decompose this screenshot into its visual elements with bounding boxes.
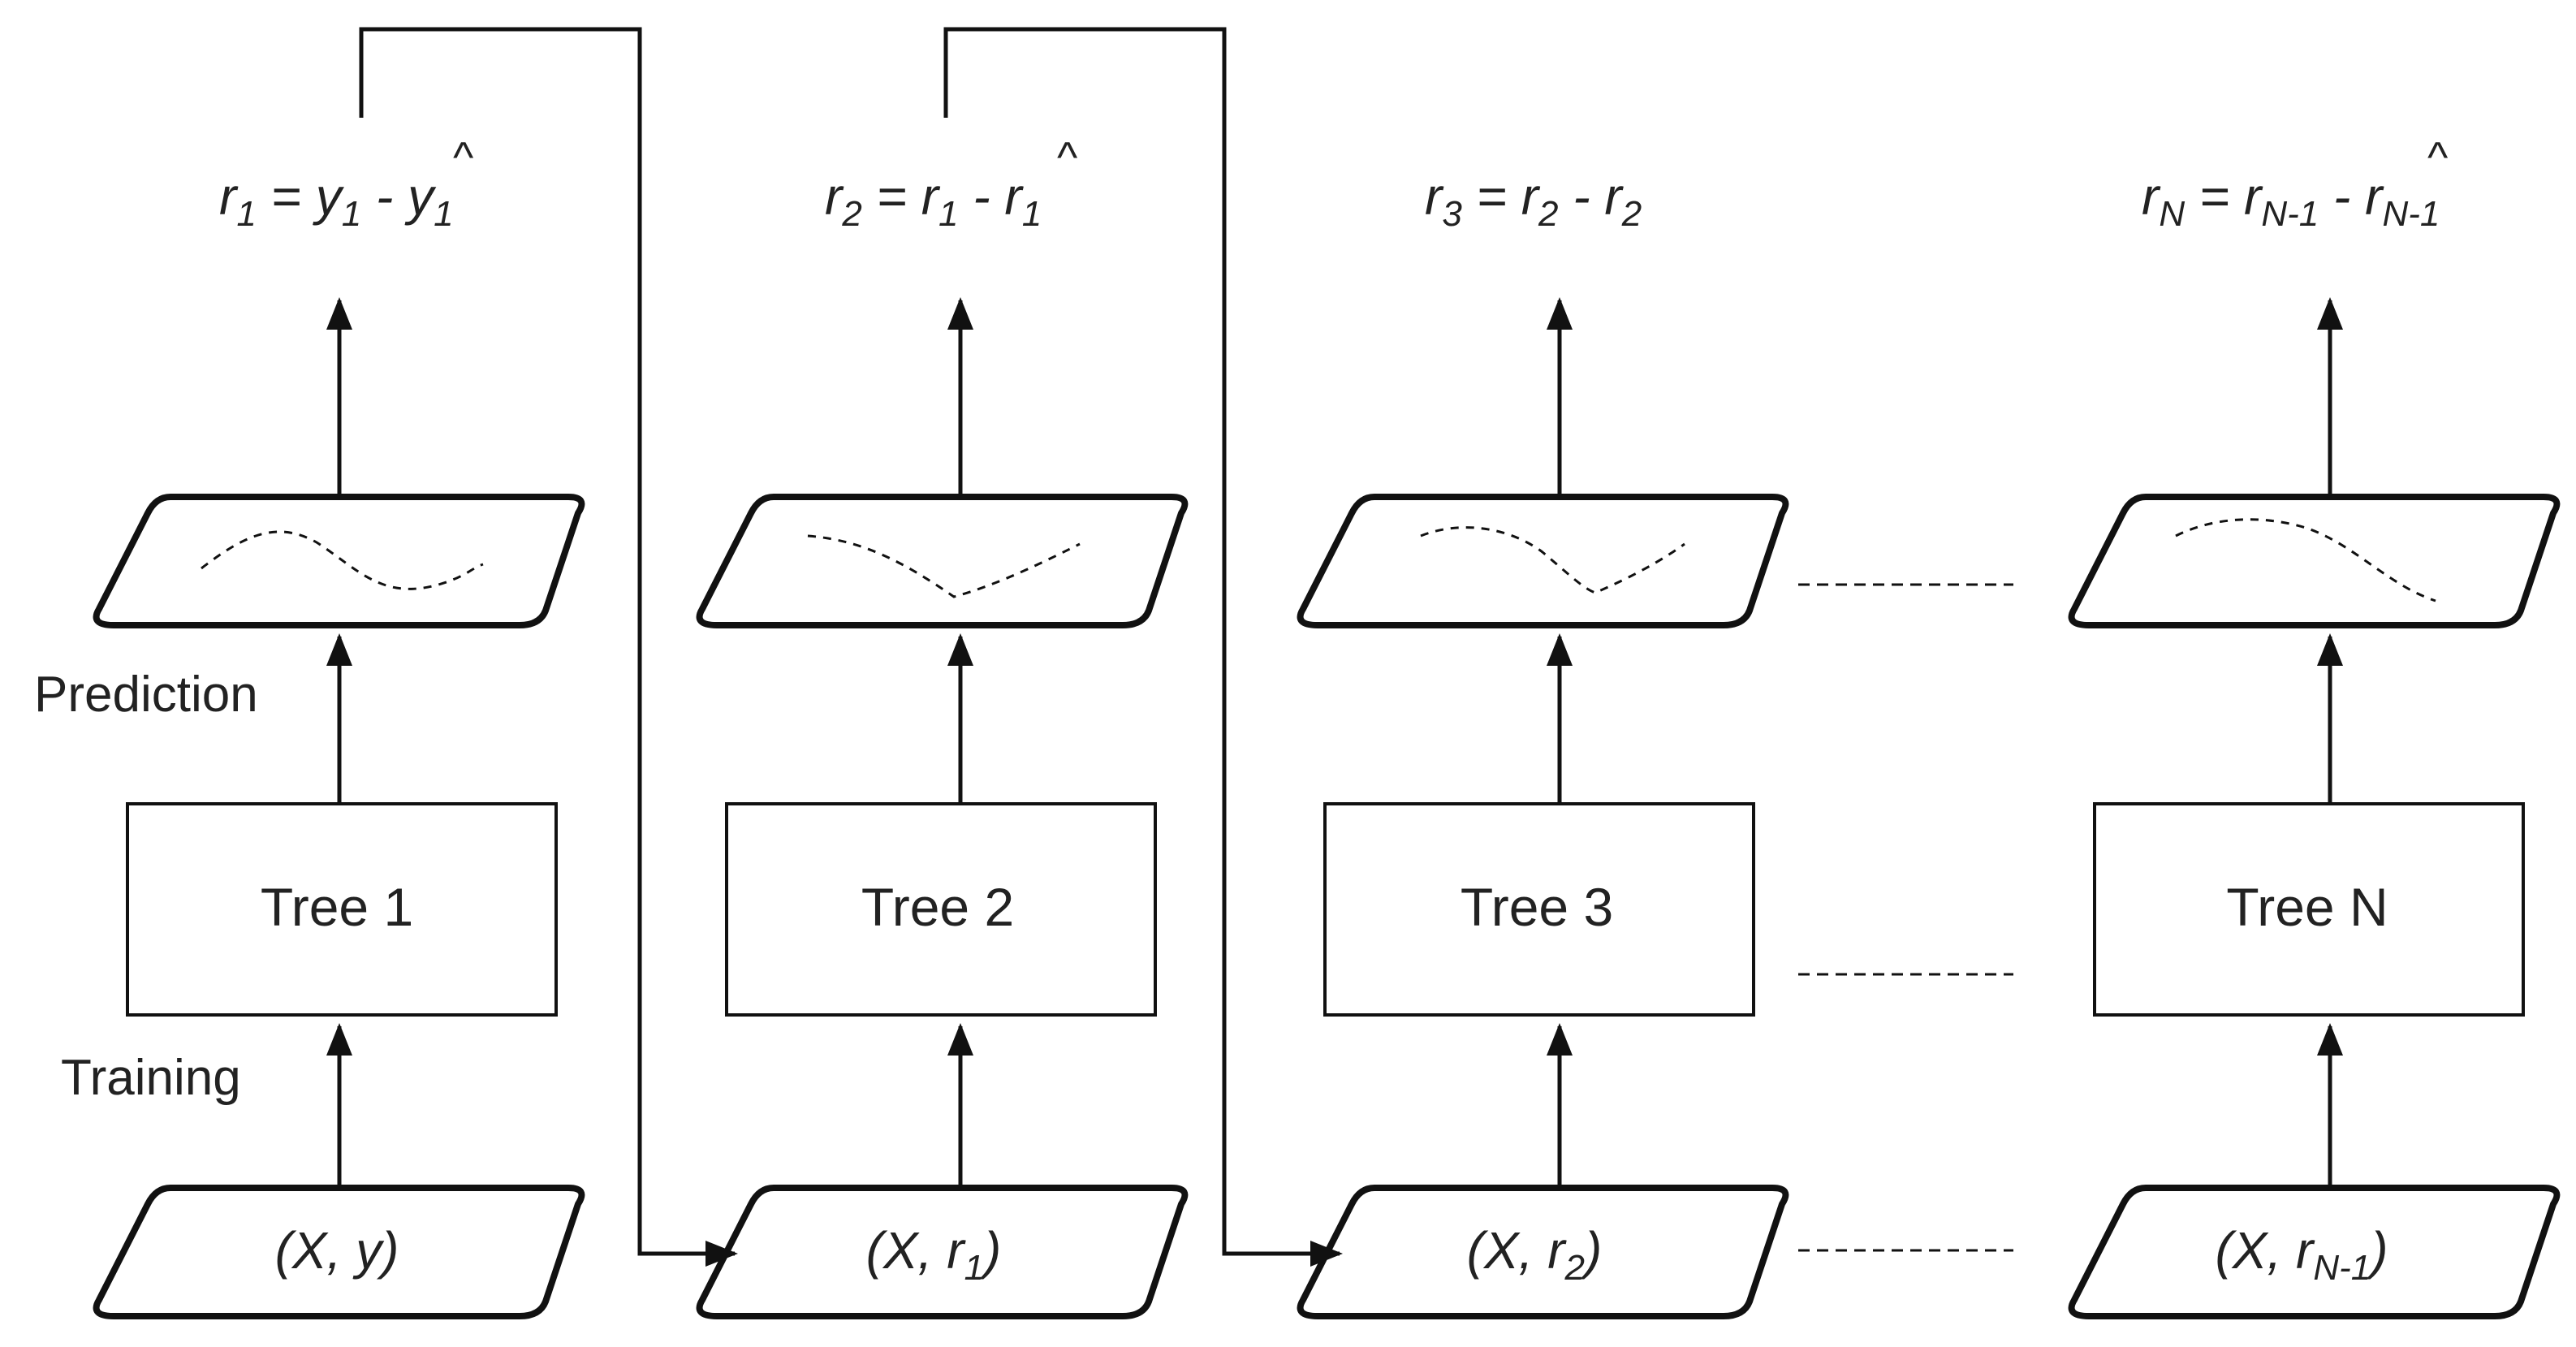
prediction-curve-1	[201, 530, 484, 590]
hat-symbol-2: ^	[1057, 133, 1078, 182]
hat-symbol-1: ^	[453, 133, 474, 182]
prediction-label: Prediction	[34, 667, 258, 723]
training-label: Training	[61, 1050, 241, 1106]
prediction-parallelogram-2	[696, 494, 1189, 628]
hat-symbol-n: ^	[2427, 133, 2449, 182]
prediction-parallelogram-1	[93, 494, 585, 628]
input-parallelogram-3	[1297, 1185, 1789, 1319]
tree-box-2	[725, 802, 1157, 1017]
prediction-curve-2	[807, 534, 1081, 598]
input-label-2: (X, r1)	[866, 1221, 1002, 1288]
input-label-1: (X, y)	[275, 1221, 399, 1280]
input-label-3: (X, r2)	[1467, 1221, 1603, 1288]
prediction-parallelogram-3	[1297, 494, 1789, 628]
residual-formula-n: rN = rN-1 - rN-1	[2142, 167, 2440, 234]
input-parallelogram-n	[2068, 1185, 2561, 1319]
tree-label-3: Tree 3	[1461, 877, 1613, 937]
residual-feedback-connector-1	[359, 27, 738, 1267]
prediction-parallelogram-n	[2068, 494, 2561, 628]
column-3: r3 = r2 - r2 Tree 3 (X, r2)	[1297, 167, 1789, 1319]
column-n: rN = rN-1 - rN-1 ^ Tree N (X, rN-1)	[2068, 133, 2561, 1319]
tree-label-n: Tree N	[2226, 877, 2388, 937]
prediction-curve-n	[2175, 518, 2436, 602]
input-parallelogram-1	[93, 1185, 585, 1319]
column-2: r2 = r1 - r1 ^ Tree 2 (X, r1)	[696, 133, 1189, 1319]
input-parallelogram-2	[696, 1185, 1189, 1319]
tree-label-2: Tree 2	[861, 877, 1014, 937]
input-label-n: (X, rN-1)	[2215, 1221, 2388, 1288]
tree-label-1: Tree 1	[261, 877, 413, 937]
tree-box-3	[1323, 802, 1755, 1017]
residual-feedback-connector-2	[943, 27, 1343, 1267]
column-1: r1 = y1 - y1 ^ Tree 1 (X, y) Prediction …	[34, 133, 585, 1319]
residual-formula-3: r3 = r2 - r2	[1425, 167, 1642, 234]
residual-formula-2: r2 = r1 - r1	[825, 167, 1042, 234]
residual-formula-1: r1 = y1 - y1	[219, 167, 454, 234]
tree-box-1	[126, 802, 558, 1017]
tree-box-n	[2093, 802, 2525, 1017]
